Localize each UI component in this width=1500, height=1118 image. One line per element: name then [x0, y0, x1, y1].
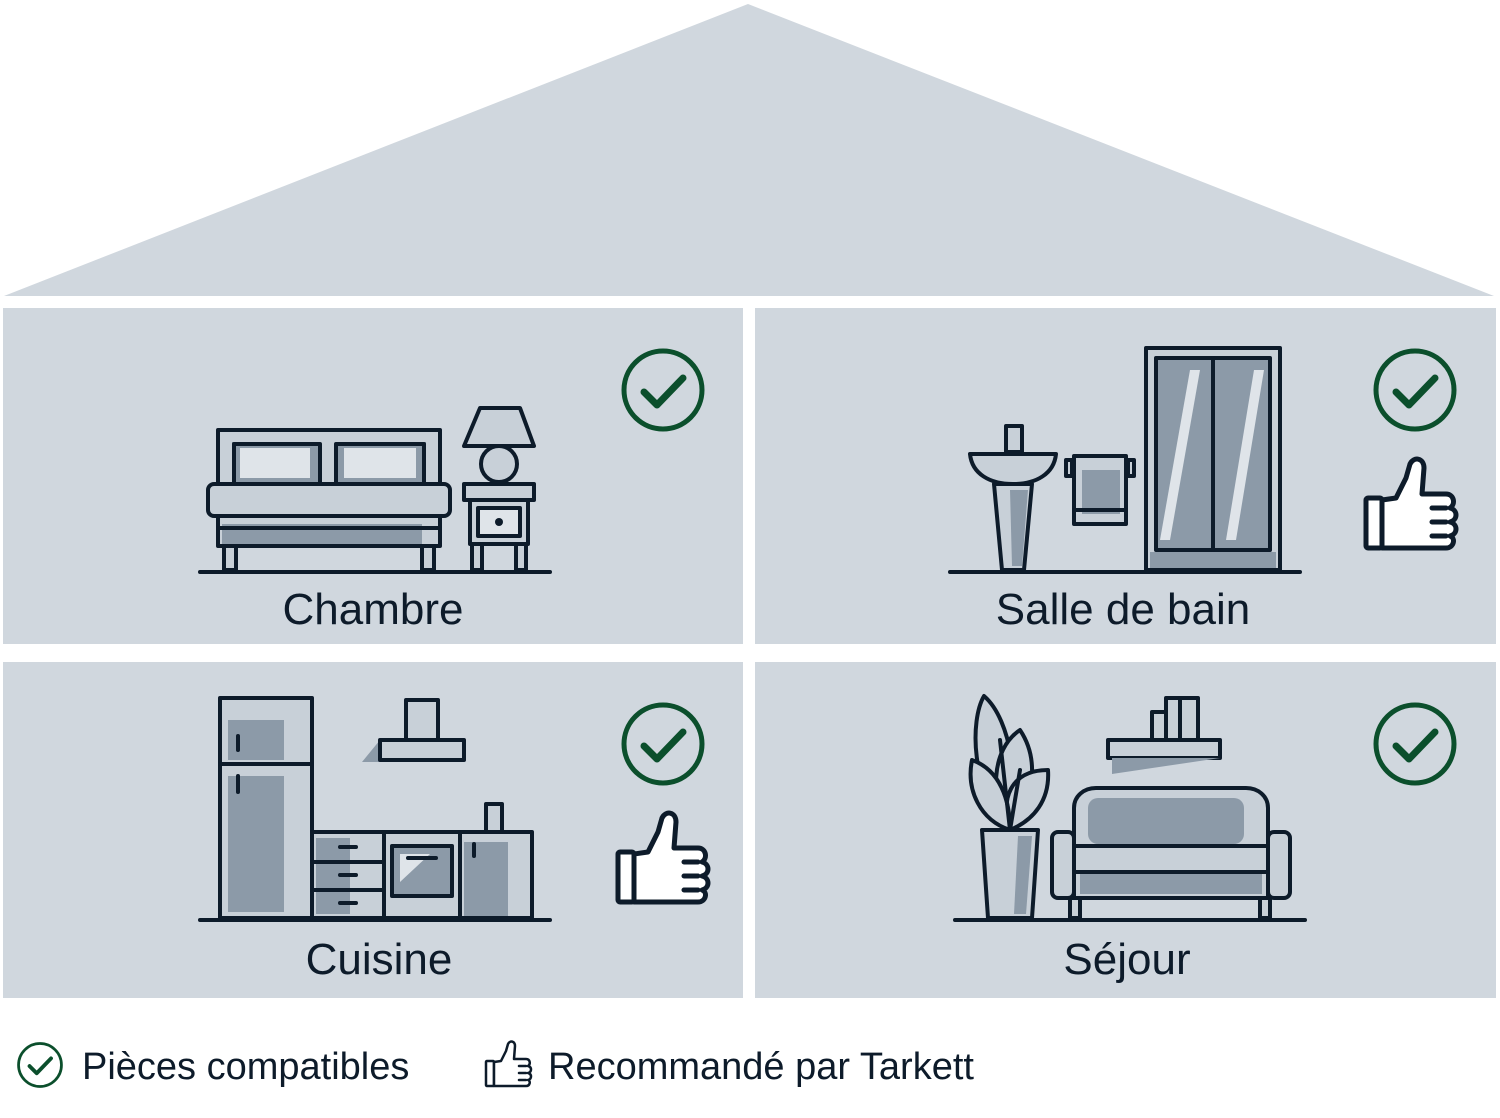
- legend-recommended-label: Recommandé par Tarkett: [548, 1046, 974, 1088]
- room-label-salle-de-bain: Salle de bain: [996, 585, 1250, 634]
- room-label-chambre: Chambre: [283, 585, 464, 634]
- legend-check-circle-icon: [16, 1041, 64, 1089]
- legend-compatible-label: Pièces compatibles: [82, 1046, 409, 1088]
- living-room-icon: [953, 694, 1307, 922]
- room-label-cuisine: Cuisine: [306, 935, 453, 984]
- bathroom-icon: [948, 346, 1302, 574]
- roof: [4, 4, 1494, 296]
- legend: Pièces compatibles Recommandé par Tarket…: [16, 1040, 974, 1089]
- legend-thumbs-up-icon: [484, 1040, 533, 1088]
- kitchen-icon: [198, 696, 552, 922]
- room-label-sejour: Séjour: [1063, 935, 1190, 984]
- bedroom-icon: [198, 406, 552, 574]
